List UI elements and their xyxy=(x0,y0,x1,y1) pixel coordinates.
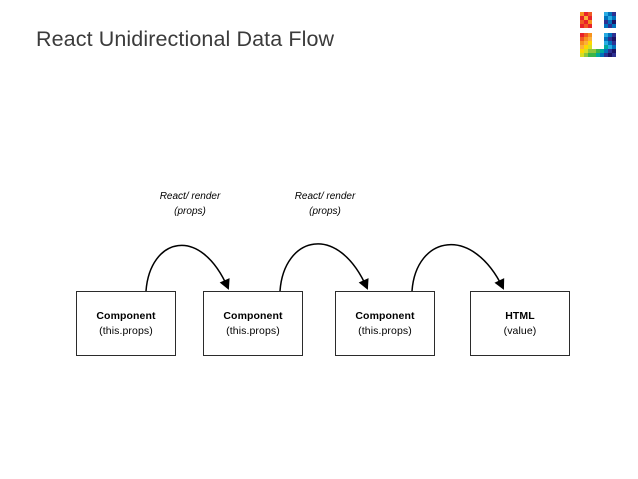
node-4-title: HTML xyxy=(505,310,535,323)
edge-label-2: React/ render (props) xyxy=(265,190,385,219)
edge-label-1-line1: React/ render xyxy=(159,191,221,202)
edge-label-2-line2: (props) xyxy=(309,205,341,217)
edge-label-2-line1: React/ render xyxy=(294,191,356,202)
node-1-title: Component xyxy=(96,310,156,323)
edge-label-1-line2: (props) xyxy=(174,205,206,217)
logo-u-bottom xyxy=(592,49,604,57)
edge-arrow-2 xyxy=(279,243,369,292)
logo-u-left-stem xyxy=(580,33,592,57)
node-2-subtitle: (this.props) xyxy=(226,324,280,337)
node-component-3[interactable]: Component (this.props) xyxy=(335,291,435,356)
edge-arrow-3 xyxy=(411,244,505,292)
node-component-2[interactable]: Component (this.props) xyxy=(203,291,303,356)
node-component-1[interactable]: Component (this.props) xyxy=(76,291,176,356)
edge-arrow-1 xyxy=(145,244,230,292)
node-3-subtitle: (this.props) xyxy=(358,324,412,337)
logo-u-right-stem xyxy=(604,33,616,57)
node-4-subtitle: (value) xyxy=(503,324,537,337)
node-html[interactable]: HTML (value) xyxy=(470,291,570,356)
page-title: React Unidirectional Data Flow xyxy=(36,27,335,51)
pixelated-rainbow-u-logo xyxy=(578,10,620,62)
node-2-title: Component xyxy=(223,310,283,323)
logo-dot-left xyxy=(580,12,592,28)
node-3-title: Component xyxy=(355,310,415,323)
node-1-subtitle: (this.props) xyxy=(99,324,153,337)
logo-dot-right xyxy=(604,12,616,28)
edge-label-1: React/ render (props) xyxy=(130,190,250,219)
